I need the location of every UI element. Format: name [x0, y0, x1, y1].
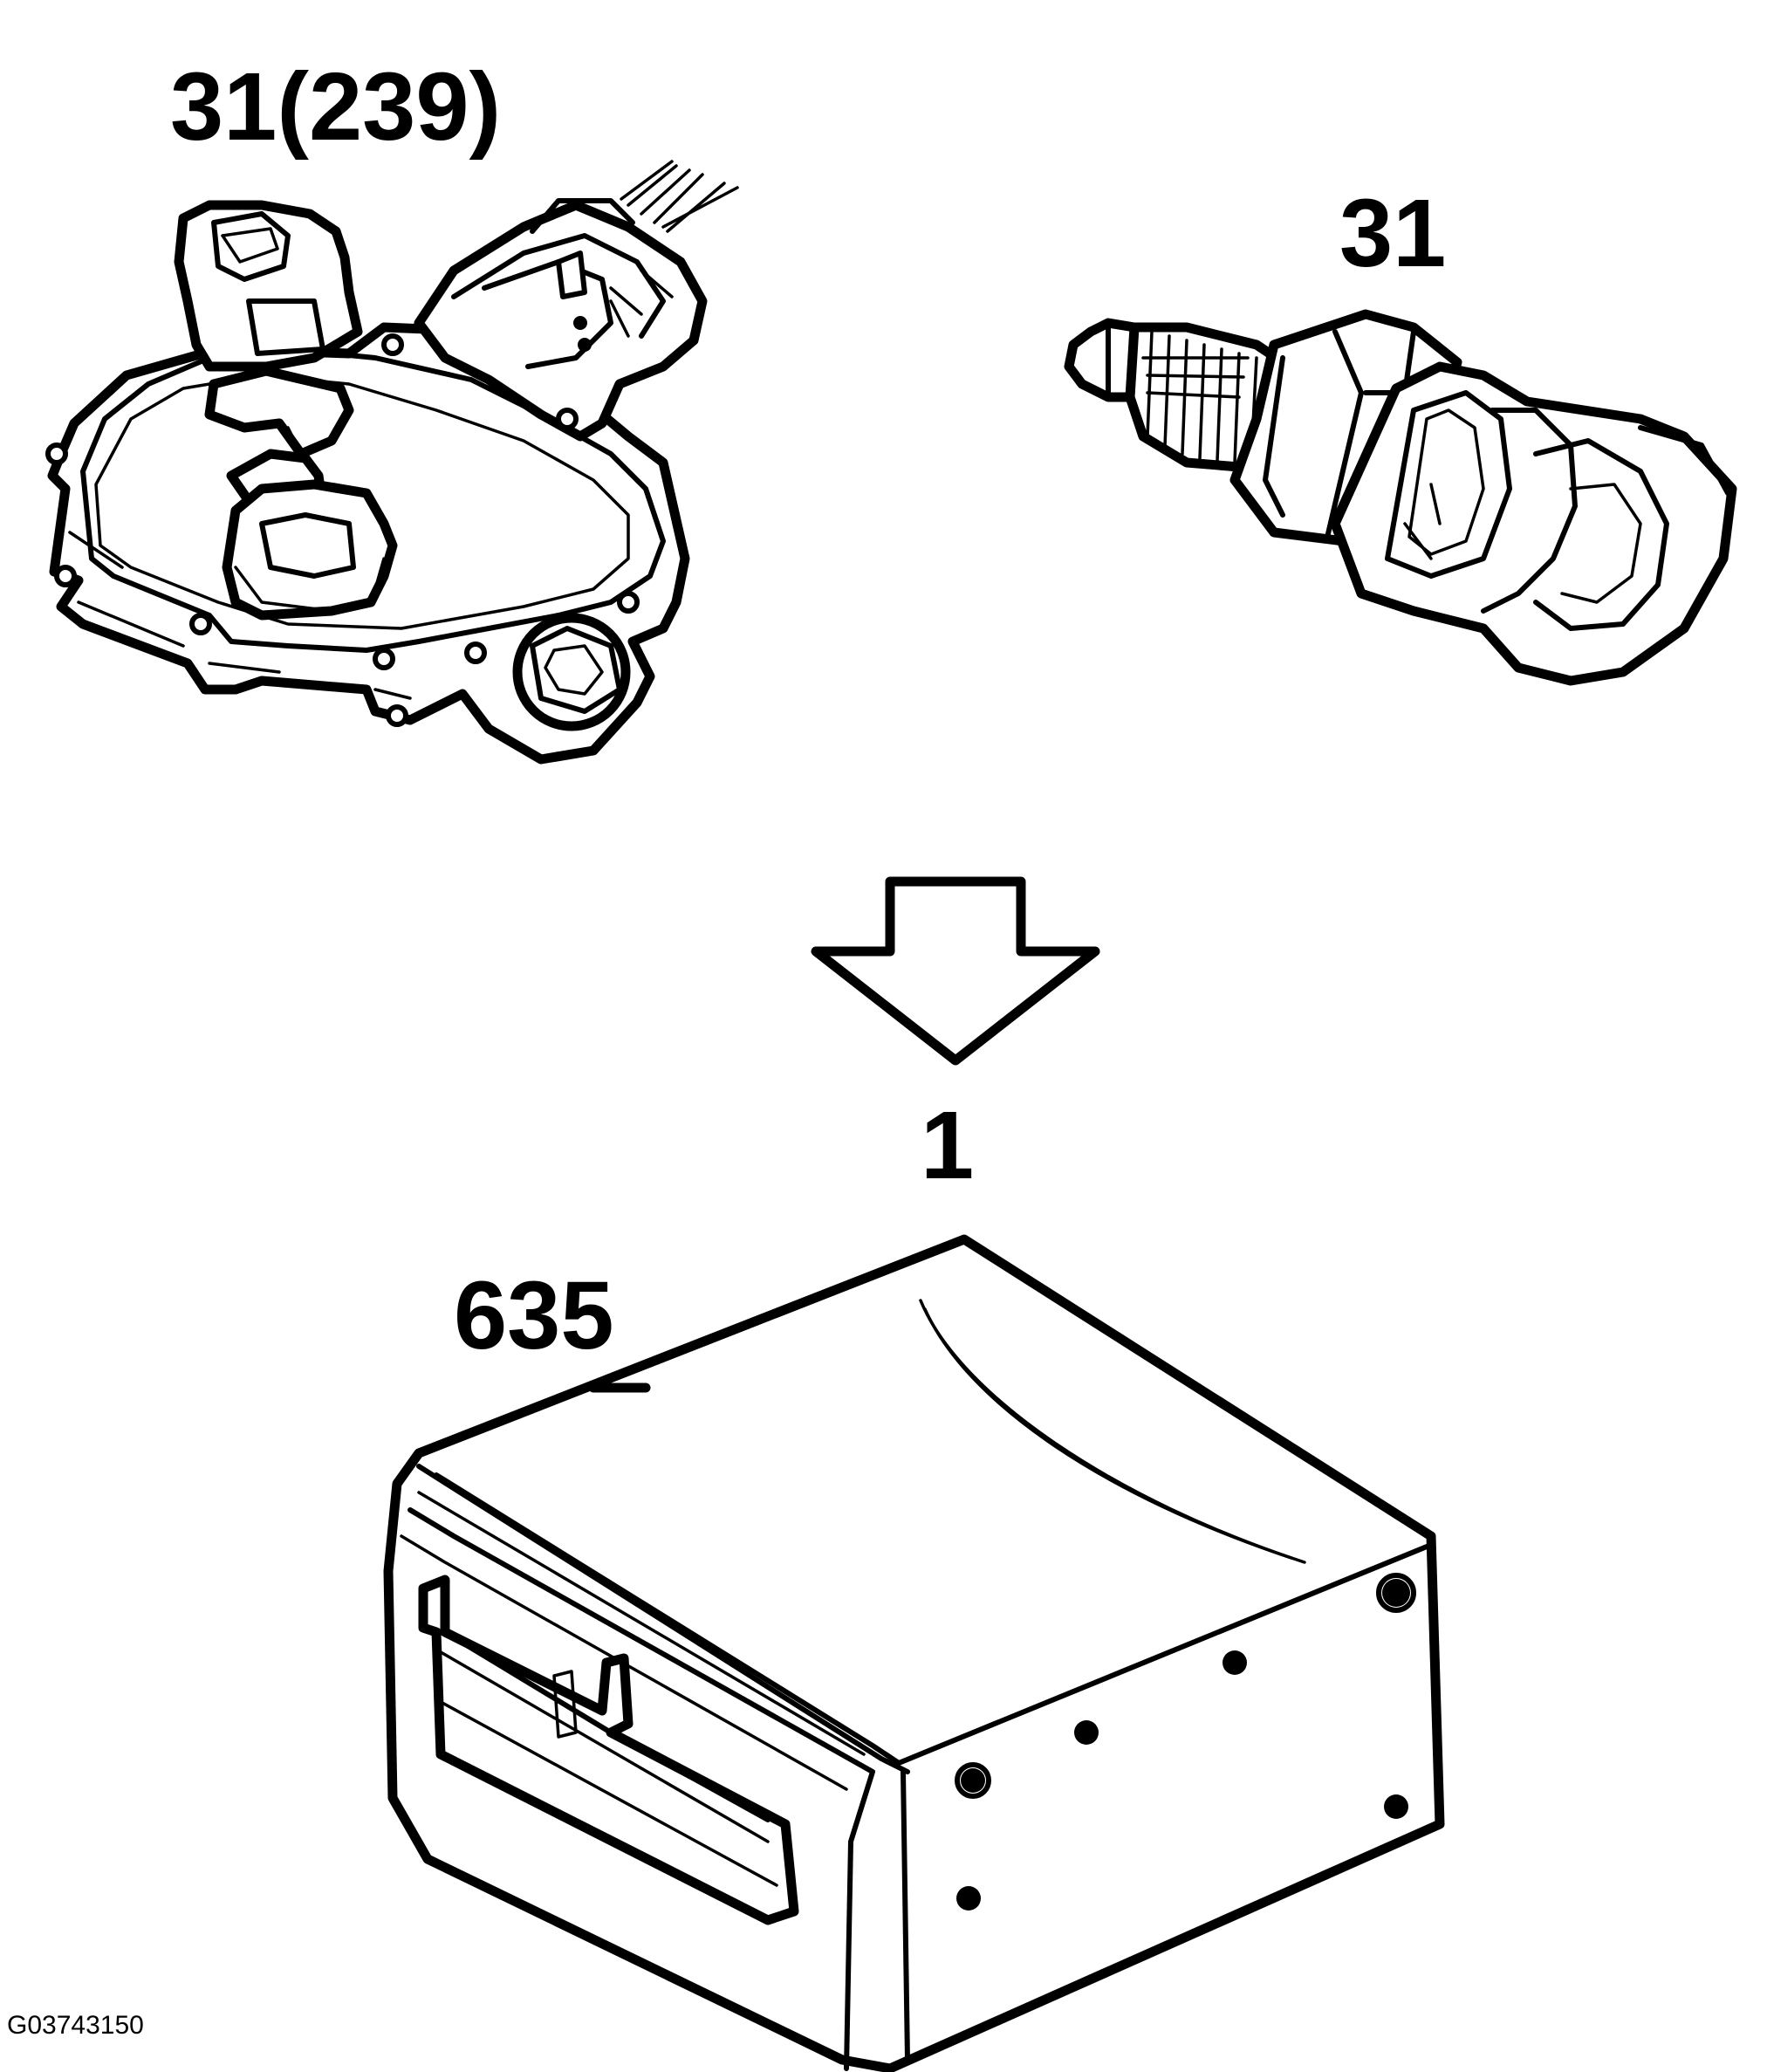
label-gear-selector-sensor: 31(239): [170, 53, 501, 161]
label-control-module: 635: [454, 1262, 614, 1369]
gear-selector-position-sensor-icon: [45, 160, 739, 765]
figure-reference-code: G03743150: [7, 2011, 144, 2040]
label-temperature-sensor: 31: [1339, 180, 1446, 287]
label-control-module-group: 1: [921, 1092, 974, 1199]
down-arrow-icon: [811, 876, 1100, 1066]
control-module-icon: [383, 1234, 1445, 2072]
temperature-sensor-icon: [1064, 309, 1737, 686]
